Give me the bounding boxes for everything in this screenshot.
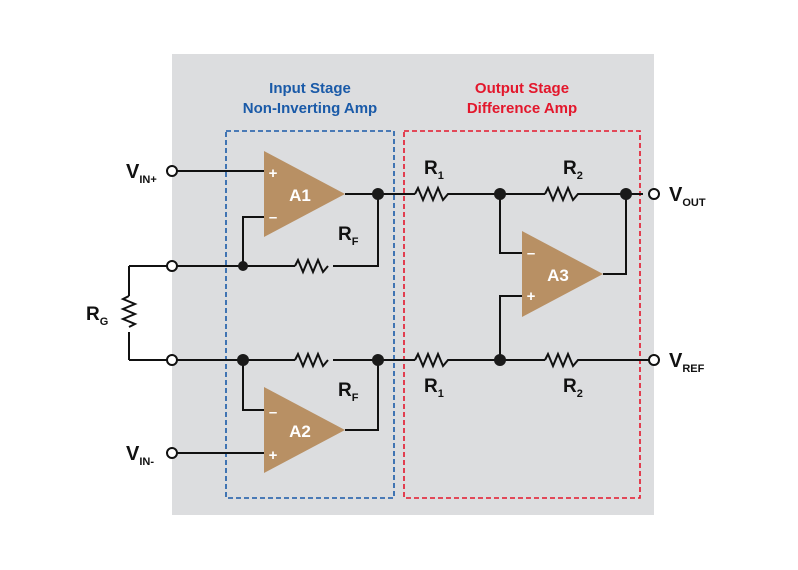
output-stage-title-line2: Difference Amp	[467, 100, 577, 117]
terminal-vout	[648, 188, 660, 200]
opamp-a1-label: A1	[289, 186, 311, 205]
input-stage-title-line2: Non-Inverting Amp	[243, 100, 377, 117]
junction-node	[494, 188, 506, 200]
opamp-a3: – + A3	[522, 231, 603, 317]
input-stage-box	[225, 130, 395, 499]
terminal-vref	[648, 354, 660, 366]
wire-a1-minus	[242, 216, 264, 266]
opamp-a3-label: A3	[547, 266, 569, 285]
label-rf-bottom: RF	[338, 380, 359, 404]
label-vin-minus: VIN-	[126, 443, 154, 468]
terminal-rg-top	[166, 260, 178, 272]
resistor-r2-bottom	[544, 351, 585, 369]
resistor-rf-bottom	[294, 351, 329, 369]
label-r1-bottom: R1	[424, 376, 444, 400]
label-rg: RG	[86, 304, 108, 328]
label-r2-top: R2	[563, 158, 583, 182]
wire-rf-top-right	[333, 194, 379, 267]
label-r1-top: R1	[424, 158, 444, 182]
opamp-a2-minus: –	[269, 404, 277, 421]
opamp-a2-plus: +	[269, 447, 278, 464]
junction-node	[494, 354, 506, 366]
junction-node	[237, 354, 249, 366]
junction-node	[620, 188, 632, 200]
output-stage-title-line1: Output Stage	[475, 80, 569, 97]
opamp-a2: – + A2	[264, 387, 345, 473]
wire-a2-out	[345, 360, 379, 431]
junction-node	[372, 354, 384, 366]
wire-a3-plus	[499, 295, 522, 360]
terminal-vin-plus	[166, 165, 178, 177]
terminal-rg-bottom	[166, 354, 178, 366]
resistor-rg	[120, 295, 138, 328]
resistor-r1-top	[414, 185, 455, 203]
opamp-a1: + – A1	[264, 151, 345, 237]
junction-node	[372, 188, 384, 200]
wires	[128, 170, 649, 454]
opamp-a3-plus: +	[527, 288, 536, 305]
label-vin-plus: VIN+	[126, 161, 157, 186]
label-rf-top: RF	[338, 224, 359, 248]
resistor-r2-top	[544, 185, 585, 203]
resistor-r1-bottom	[414, 351, 455, 369]
wire-a3-out	[603, 194, 627, 275]
label-r2-bottom: R2	[563, 376, 583, 400]
opamp-a1-minus: –	[269, 209, 277, 226]
terminal-vin-minus	[166, 447, 178, 459]
label-vref: VREF	[669, 350, 705, 375]
junction-node	[238, 261, 248, 271]
label-vout: VOUT	[669, 184, 706, 209]
output-stage-box	[403, 130, 641, 499]
wire-a3-minus	[499, 194, 522, 254]
input-stage-title-line1: Input Stage	[269, 80, 351, 97]
resistor-rf-top	[294, 257, 329, 275]
wire-a2-minus	[242, 360, 264, 411]
opamp-a3-minus: –	[527, 245, 535, 262]
opamp-a2-label: A2	[289, 422, 311, 441]
opamp-a1-plus: +	[269, 165, 278, 182]
